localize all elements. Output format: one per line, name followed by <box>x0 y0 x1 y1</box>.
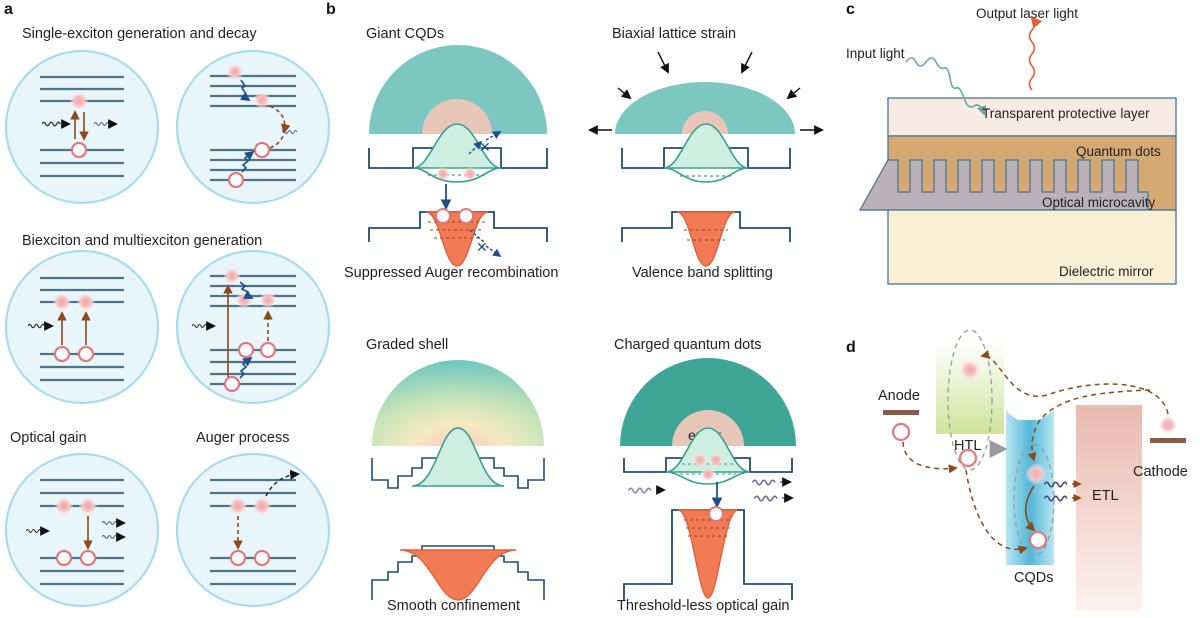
panel-b-label: b <box>326 1 336 18</box>
panel-a-row2-title: Biexciton and multiexciton generation <box>22 233 262 249</box>
panel-c-label: c <box>846 1 855 18</box>
giant-cqd-diagram: Giant CQDs ✕ ✕ Suppressed Au <box>344 26 558 281</box>
giant-cqd-title: Giant CQDs <box>366 26 444 42</box>
graded-shell-caption: Smooth confinement <box>387 598 520 614</box>
strain-diagram: Biaxial lattice strain Valence band spli… <box>588 26 824 281</box>
svg-text:✕: ✕ <box>476 240 488 256</box>
layer-label-2: Optical microcavity <box>1042 195 1156 210</box>
energy-diagram-single-decay <box>4 49 160 205</box>
energy-diagram-multiexciton <box>175 249 331 405</box>
htl-label: HTL <box>954 438 981 454</box>
panel-d: d HTL ETL CQDs Anode Cathode <box>846 329 1188 611</box>
anode-label: Anode <box>878 388 920 404</box>
charged-qd-caption: Threshold-less optical gain <box>617 598 789 614</box>
layer-dielectric-mirror <box>887 209 1177 285</box>
layer-label-0: Transparent protective layer <box>982 106 1150 121</box>
graded-shell-diagram: Graded shell Smooth confinement <box>366 337 545 614</box>
cathode-electrode <box>1150 438 1186 443</box>
input-light-label: Input light <box>846 46 905 61</box>
cathode-label: Cathode <box>1133 464 1188 480</box>
charged-qd-diagram: Charged quantum dots e⁻ e⁻ Thresho <box>614 337 796 614</box>
panel-a-row3-left-title: Optical gain <box>10 430 87 446</box>
layer-protective <box>887 97 1177 137</box>
strain-title: Biaxial lattice strain <box>612 26 736 42</box>
energy-diagram-relaxation <box>175 49 331 205</box>
panel-b: b Giant CQDs ✕ ✕ <box>326 1 824 614</box>
energy-diagram-optical-gain <box>4 452 160 608</box>
panel-a-label: a <box>4 1 13 18</box>
panel-d-label: d <box>846 339 856 356</box>
etl-layer <box>1076 405 1142 611</box>
strain-caption: Valence band splitting <box>632 265 773 281</box>
etl-label: ETL <box>1092 488 1119 504</box>
microcavity-grating <box>858 159 1149 211</box>
energy-diagram-auger <box>175 452 331 608</box>
output-light-label: Output laser light <box>976 6 1078 21</box>
panel-a: a Single-exciton generation and decay Bi… <box>4 1 331 608</box>
layer-label-1: Quantum dots <box>1076 144 1161 159</box>
cqds-label: CQDs <box>1014 570 1053 586</box>
anode-electrode <box>883 410 919 415</box>
charged-qd-title: Charged quantum dots <box>614 337 762 353</box>
svg-text:✕: ✕ <box>479 140 491 156</box>
panel-a-row3-right-title: Auger process <box>196 430 290 446</box>
graded-shell-title: Graded shell <box>366 337 448 353</box>
energy-diagram-biexciton <box>4 249 160 405</box>
panel-a-row1-title: Single-exciton generation and decay <box>22 26 257 42</box>
htl-layer <box>936 342 1004 434</box>
giant-cqd-caption: Suppressed Auger recombination <box>344 265 558 281</box>
panel-c: c Output laser light Input light Transpa… <box>846 1 1177 285</box>
layer-label-3: Dielectric mirror <box>1059 264 1154 279</box>
